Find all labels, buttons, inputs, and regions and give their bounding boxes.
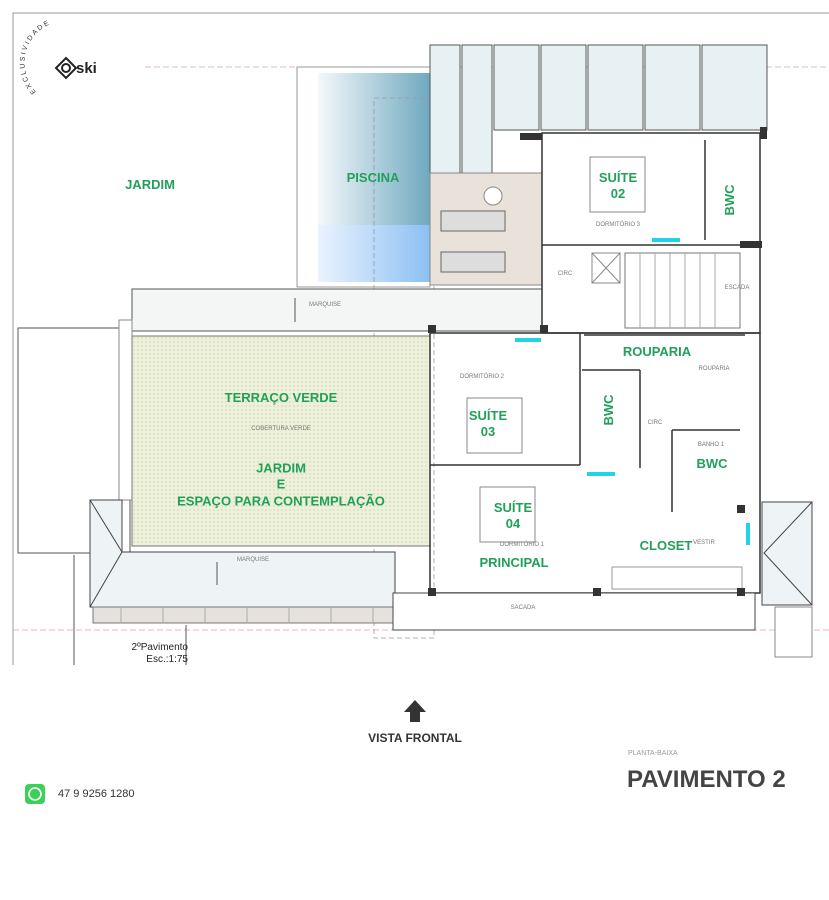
suite02-line2: 02 bbox=[610, 186, 626, 201]
contemplacao-line3: ESPAÇO PARA CONTEMPLAÇÃO bbox=[177, 493, 385, 509]
lot-boundary bbox=[12, 12, 829, 665]
plan-label-sacada: SACADA bbox=[510, 605, 536, 611]
logo-mark bbox=[54, 56, 78, 80]
green-terrace bbox=[131, 335, 431, 547]
sacada bbox=[392, 592, 756, 631]
closet-wardrobe bbox=[611, 566, 743, 590]
room-label-jardim: JARDIM bbox=[125, 176, 175, 192]
plan-label-dormitorio2: DORMITÓRIO 2 bbox=[459, 374, 505, 380]
plan-label-circ-top: CIRC bbox=[557, 271, 573, 277]
logo: EXCLUSIVIDADE bbox=[19, 19, 51, 95]
stairs bbox=[624, 252, 741, 329]
plan-label-rouparia: ROUPARIA bbox=[698, 366, 730, 372]
bed-suite04 bbox=[479, 486, 536, 543]
glass-panels bbox=[429, 44, 768, 174]
svg-text:EXCLUSIVIDADE: EXCLUSIVIDADE bbox=[19, 19, 51, 95]
suite04-line1: SUÍTE bbox=[493, 499, 533, 515]
window-markers bbox=[515, 238, 750, 545]
marquise-top bbox=[131, 288, 543, 332]
room-label-terraco-verde: TERRAÇO VERDE bbox=[224, 389, 338, 405]
drawing-title: 2ºPavimento Esc.:1:75 bbox=[112, 642, 188, 666]
suite03-line2: 03 bbox=[480, 424, 496, 439]
room-label-rouparia: ROUPARIA bbox=[622, 343, 692, 359]
drawing-floor: 2ºPavimento bbox=[131, 642, 188, 653]
room-label-bwc-suite03: BWC bbox=[600, 394, 616, 426]
room-label-closet: CLOSET bbox=[639, 537, 693, 553]
logo-brand: ski bbox=[76, 60, 97, 77]
suite04-line2: 04 bbox=[505, 516, 521, 531]
plan-label-banho1: BANHO 1 bbox=[697, 442, 725, 448]
plan-label-marquise-top: MARQUISE bbox=[308, 302, 342, 308]
plan-label-cobertura-verde: COBERTURA VERDE bbox=[251, 426, 311, 432]
bed-suite03 bbox=[466, 397, 523, 454]
contemplacao-line1: JARDIM bbox=[256, 460, 306, 476]
plan-label-dormitorio3: DORMITÓRIO 3 bbox=[595, 222, 641, 228]
plan-label-marquise-bottom: MARQUISE bbox=[236, 557, 270, 563]
room-label-bwc-banho1: BWC bbox=[696, 455, 728, 471]
suite03-line1: SUÍTE bbox=[468, 407, 508, 423]
contact-phone[interactable]: 47 9 9256 1280 bbox=[58, 788, 135, 800]
room-label-principal: PRINCIPAL bbox=[479, 554, 549, 570]
roof-right bbox=[761, 501, 813, 606]
roof-tiles bbox=[92, 606, 394, 624]
logo-arc-text: EXCLUSIVIDADE bbox=[19, 19, 49, 95]
suite02-line1: SUÍTE bbox=[598, 169, 638, 185]
drawing-scale: Esc.:1:75 bbox=[146, 654, 188, 665]
plan-label-circ-mid: CIRC bbox=[647, 420, 663, 426]
orientation-label: VISTA FRONTAL bbox=[368, 731, 462, 745]
plan-label-escada: ESCADA bbox=[724, 285, 750, 291]
house-walls bbox=[429, 132, 761, 594]
room-label-bwc-suite02: BWC bbox=[721, 184, 737, 216]
sheet-subtitle: PLANTA-BAIXA bbox=[628, 750, 678, 757]
whatsapp-icon bbox=[25, 784, 45, 804]
arrow-up-icon bbox=[404, 700, 426, 722]
plan-label-vestir: VESTIR bbox=[693, 540, 715, 546]
sheet-title: PAVIMENTO 2 bbox=[627, 766, 786, 793]
room-label-piscina: PISCINA bbox=[346, 169, 400, 185]
plan-label-dormitorio1: DORMITÓRIO 1 bbox=[499, 542, 545, 548]
contemplacao-line2: E bbox=[276, 476, 286, 492]
bed-suite02 bbox=[589, 156, 646, 213]
